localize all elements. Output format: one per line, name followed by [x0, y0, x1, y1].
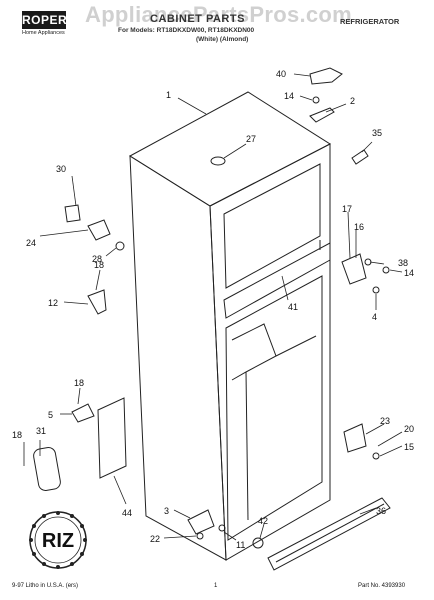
screw-15-part	[372, 452, 380, 460]
callout-18-middle: 18	[74, 378, 84, 388]
screw-12-part	[87, 289, 107, 315]
callout-16: 16	[354, 222, 364, 232]
door-stop-part	[351, 149, 369, 165]
callout-22: 22	[150, 534, 160, 544]
cabinet-top	[129, 91, 332, 207]
callout-38: 38	[398, 258, 408, 268]
page-title: CABINET PARTS	[150, 13, 245, 25]
callout-30: 30	[56, 164, 66, 174]
cabinet-left-side	[129, 155, 227, 561]
callout-44: 44	[122, 508, 132, 518]
callout-35: 35	[372, 128, 382, 138]
divider-mullion	[223, 242, 331, 319]
freezer-opening	[223, 163, 321, 289]
screw-22-part	[196, 532, 204, 540]
callout-15: 15	[404, 442, 414, 452]
hinge-block-part	[64, 204, 81, 223]
cover-31-part	[33, 447, 61, 491]
riz-badge: RIZ	[29, 511, 87, 569]
callout-14-right: 14	[404, 268, 414, 278]
washer-part	[115, 241, 125, 251]
hinge-pin-part	[87, 219, 111, 241]
clip-42-part	[252, 537, 264, 549]
model-subtitle: For Models: RT18DKXDW00, RT18DKXDN00	[118, 27, 255, 34]
callout-18-lower: 18	[12, 430, 22, 440]
callout-3: 3	[164, 506, 169, 516]
callout-2: 2	[350, 96, 355, 106]
bracket-5-part	[71, 403, 95, 423]
riz-badge-text: RIZ	[42, 530, 74, 552]
center-hinge-part	[341, 253, 367, 285]
brand-tagline: Home Appliances	[22, 30, 65, 36]
callout-40: 40	[276, 69, 286, 79]
callout-41: 41	[288, 302, 298, 312]
hinge-screw-part	[312, 96, 320, 104]
callout-23: 23	[380, 416, 390, 426]
bottom-hinge-3-part	[187, 509, 215, 535]
screw-14-part	[382, 266, 390, 274]
screw-11-part	[218, 524, 226, 532]
footer-litho: 9-97 Litho in U.S.A. (ers)	[12, 583, 79, 589]
callout-1: 1	[166, 90, 171, 100]
callout-4: 4	[372, 312, 377, 322]
callout-20: 20	[404, 424, 414, 434]
footer-part-number: Part No. 4393930	[358, 583, 406, 589]
callout-14-top: 14	[284, 91, 294, 101]
leader-lines	[23, 73, 403, 541]
callout-5: 5	[48, 410, 53, 420]
top-hinge-part	[309, 107, 335, 123]
brand-logo: ROPER	[22, 11, 68, 29]
cabinet-drawing	[129, 91, 332, 561]
color-options: (White) (Almond)	[196, 36, 249, 43]
bracket-23-part	[343, 423, 367, 453]
callout-labels: 1 2 40 14 35 27 30 24 28 18 12 17 16 38 …	[12, 69, 414, 550]
callout-42: 42	[258, 516, 268, 526]
footer-page-number: 1	[214, 583, 218, 589]
callout-24: 24	[26, 238, 36, 248]
inner-liner-shelf	[231, 323, 277, 381]
plug-button-part	[210, 156, 226, 166]
callout-12: 12	[48, 298, 58, 308]
fresh-food-opening	[225, 275, 323, 541]
callout-11: 11	[236, 540, 245, 550]
cabinet-front-frame	[209, 143, 331, 561]
toe-grille-part	[267, 497, 391, 571]
screw-4-part	[372, 286, 380, 294]
callout-28: 28	[92, 254, 102, 264]
category-label: REFRIGERATOR	[340, 17, 400, 26]
bottom-hinge-44-part	[97, 397, 127, 479]
callout-27: 27	[246, 134, 256, 144]
watermark: AppliancePartsPros.com	[85, 2, 353, 27]
callout-31: 31	[36, 426, 46, 436]
callout-36: 36	[376, 506, 386, 516]
component-parts	[33, 67, 391, 571]
hinge-cover-part	[309, 67, 343, 85]
callout-18-upper: 18	[94, 260, 104, 270]
callout-17: 17	[342, 204, 352, 214]
